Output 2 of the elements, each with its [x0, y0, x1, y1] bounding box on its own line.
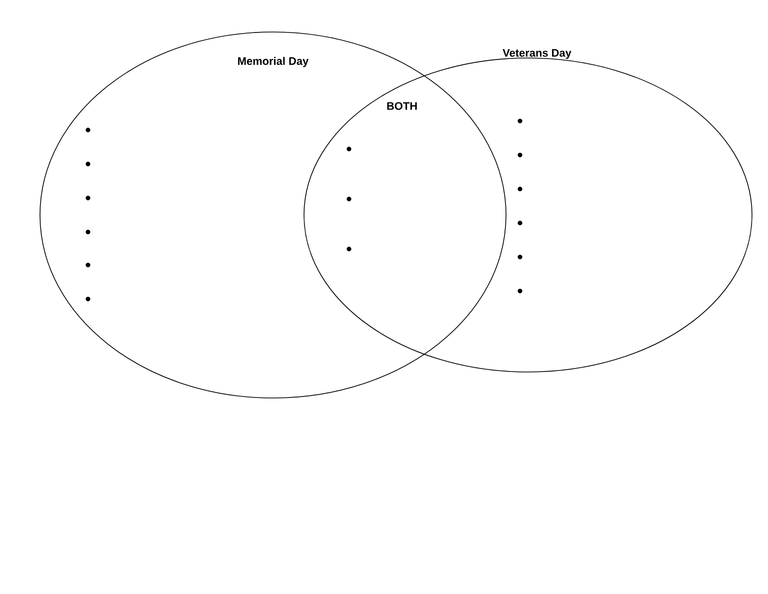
region-label: BOTH [387, 102, 417, 110]
node-label: Veterans Day [502, 49, 572, 59]
